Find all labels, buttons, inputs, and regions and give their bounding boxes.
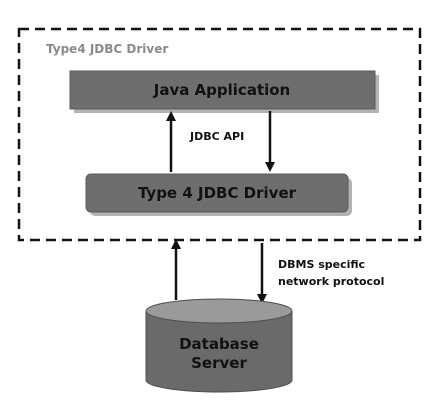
database-cylinder-body — [145, 310, 293, 393]
jdbc-driver-box — [85, 173, 349, 213]
database-label-line1: Database — [179, 335, 259, 353]
java-application-box — [69, 70, 376, 110]
database-label-line2: Server — [191, 354, 247, 372]
jdbc-driver-node: Type 4 JDBC Driver — [85, 173, 352, 216]
container-label: Type4 JDBC Driver — [46, 42, 168, 56]
java-application-node: Java Application — [69, 70, 379, 113]
driver-container — [17, 27, 422, 242]
jdbc-api-label: JDBC API — [189, 130, 244, 143]
java-application-label: Java Application — [153, 81, 291, 99]
network-label-line1: DBMS specific — [278, 258, 365, 271]
database-cylinder-top — [145, 298, 293, 324]
network-label-line2: network protocol — [278, 275, 384, 288]
database-node: Database Server — [145, 298, 293, 393]
jdbc-driver-label: Type 4 JDBC Driver — [138, 184, 297, 202]
